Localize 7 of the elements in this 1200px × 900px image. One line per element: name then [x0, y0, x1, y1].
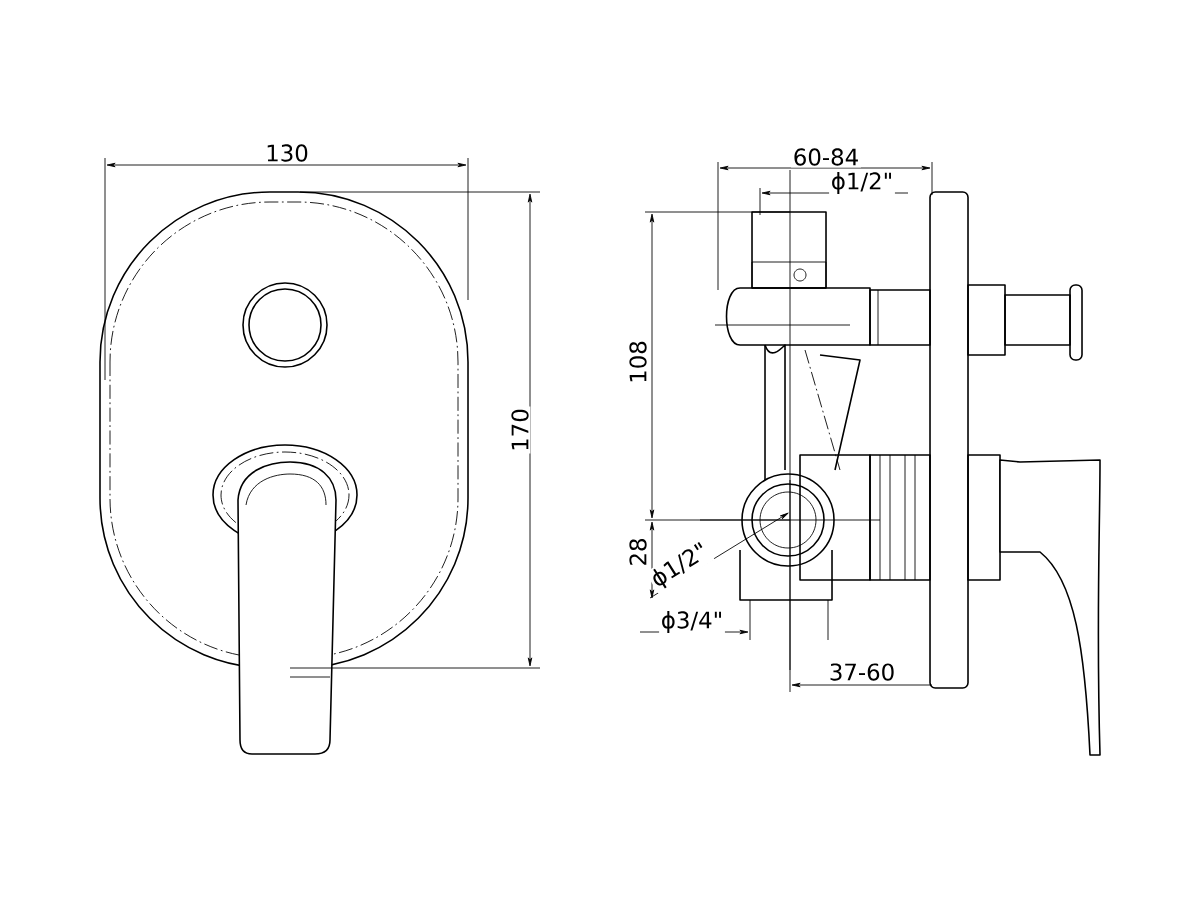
- dimension-label: 170: [509, 406, 531, 454]
- dimension-label: ϕ3/4": [659, 609, 725, 635]
- dimension-label: 108: [627, 338, 649, 386]
- dimension-label: 37-60: [827, 661, 897, 683]
- dimension-label: 60-84: [791, 146, 861, 168]
- dimension-label: 130: [263, 142, 311, 164]
- dimension-label: ϕ1/2": [829, 170, 895, 196]
